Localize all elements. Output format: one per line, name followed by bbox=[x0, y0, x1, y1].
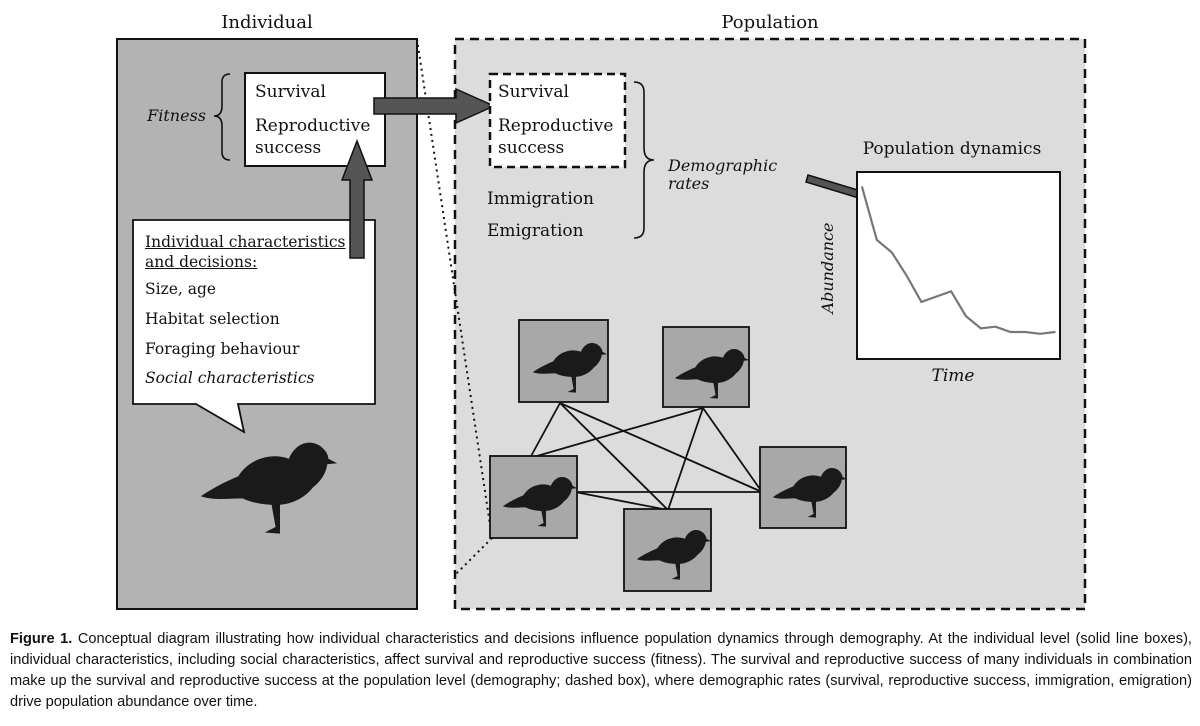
chart-series bbox=[860, 186, 1056, 335]
bird-box-5 bbox=[623, 508, 712, 592]
right-arrow bbox=[373, 87, 496, 125]
bubble-heading-line2: and decisions: bbox=[145, 253, 258, 271]
bird-box-1 bbox=[518, 319, 609, 403]
bubble-heading: Individual characteristics and decisions… bbox=[145, 232, 346, 272]
bird-box-4 bbox=[759, 446, 848, 529]
demography-survival: Survival bbox=[498, 82, 569, 102]
abundance-point bbox=[890, 251, 893, 254]
abundance-point bbox=[1054, 331, 1056, 333]
abundance-point bbox=[905, 274, 908, 277]
figure-caption: Figure 1. Conceptual diagram illustratin… bbox=[10, 629, 1192, 713]
fitness-reproductive: Reproductive bbox=[255, 116, 370, 136]
demography-reproductive: Reproductive bbox=[498, 116, 613, 136]
speech-bubble bbox=[132, 219, 376, 434]
abundance-line bbox=[860, 186, 1056, 335]
zoom-line-top bbox=[416, 38, 493, 539]
abundance-point bbox=[994, 325, 997, 328]
population-title: Population bbox=[721, 12, 819, 33]
fitness-box bbox=[244, 72, 386, 167]
abundance-point bbox=[876, 239, 878, 241]
individual-title: Individual bbox=[221, 12, 313, 33]
caption-text: Conceptual diagram illustrating how indi… bbox=[10, 631, 1192, 710]
bird-box-2 bbox=[662, 326, 750, 408]
bird-box-3 bbox=[489, 455, 578, 539]
x-axis-label: Time bbox=[932, 366, 975, 386]
chart-frame bbox=[856, 171, 1061, 360]
abundance-point bbox=[1009, 331, 1012, 333]
zoom-line-bottom bbox=[454, 537, 493, 576]
demographic-brace bbox=[633, 81, 655, 239]
demography-success: success bbox=[498, 138, 564, 158]
emigration-label: Emigration bbox=[487, 221, 584, 241]
abundance-point bbox=[1024, 331, 1027, 333]
demographic-label-2: rates bbox=[668, 174, 709, 193]
abundance-point bbox=[861, 186, 863, 188]
fitness-survival: Survival bbox=[255, 82, 326, 102]
bubble-item-foraging: Foraging behaviour bbox=[145, 340, 300, 358]
abundance-point bbox=[979, 327, 982, 330]
chart-title: Population dynamics bbox=[863, 139, 1042, 159]
abundance-point bbox=[1039, 332, 1041, 335]
network-lines bbox=[529, 402, 763, 511]
demography-box bbox=[488, 72, 627, 169]
conceptual-diagram: Individual Population Fitness Survival R… bbox=[116, 12, 1087, 611]
up-arrow bbox=[340, 138, 374, 259]
abundance-point bbox=[950, 290, 952, 293]
fitness-success: success bbox=[255, 138, 321, 158]
bubble-item-size: Size, age bbox=[145, 280, 217, 298]
fitness-brace bbox=[213, 73, 231, 161]
demographic-label-1: Demographic bbox=[667, 156, 777, 175]
bubble-heading-line1: Individual characteristics bbox=[145, 233, 346, 251]
y-axis-label: Abundance bbox=[818, 223, 837, 316]
caption-label: Figure 1. bbox=[10, 631, 73, 647]
abundance-point bbox=[965, 315, 967, 317]
fitness-label: Fitness bbox=[146, 106, 206, 125]
bubble-item-social: Social characteristics bbox=[145, 369, 315, 387]
abundance-point bbox=[920, 301, 923, 303]
abundance-point bbox=[935, 295, 938, 298]
immigration-label: Immigration bbox=[487, 189, 594, 209]
bubble-item-habitat: Habitat selection bbox=[145, 310, 280, 328]
